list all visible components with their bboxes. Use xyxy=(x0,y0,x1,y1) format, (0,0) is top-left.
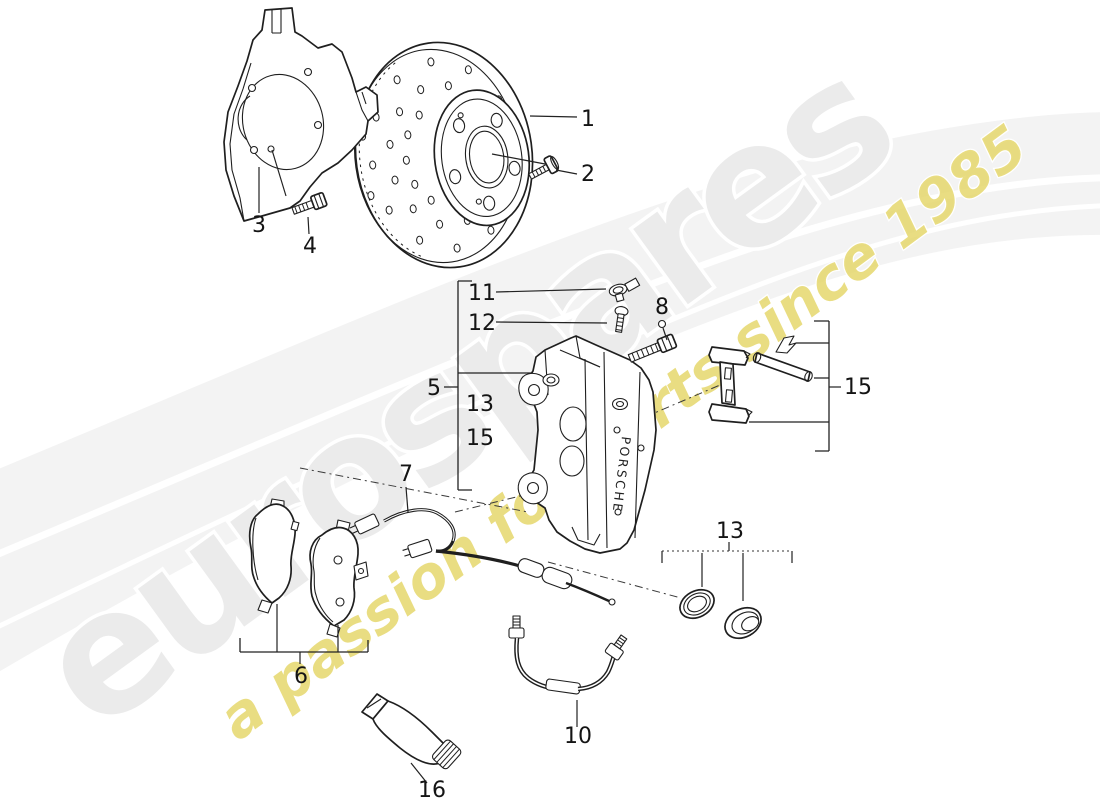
wear-sensor-wire xyxy=(349,508,616,606)
grease-tube xyxy=(361,693,462,770)
callout-13-label[interactable]: 13 xyxy=(466,392,494,417)
callout-7-label[interactable]: 7 xyxy=(399,462,413,487)
caliper-window-bottom xyxy=(559,445,585,477)
shield-bolt xyxy=(291,191,328,215)
callout-10-label[interactable]: 10 xyxy=(564,724,592,749)
splash-shield xyxy=(223,7,379,222)
caliper-window-top xyxy=(559,406,587,442)
callout-2-label[interactable]: 2 xyxy=(581,162,595,187)
callout-16-label[interactable]: 16 xyxy=(418,778,446,800)
brake-hose xyxy=(508,615,628,695)
disc-hub xyxy=(433,89,531,227)
brake-caliper: PORSCHE xyxy=(517,335,657,554)
brake-disc xyxy=(353,41,534,269)
callout-3-label[interactable]: 3 xyxy=(252,213,266,238)
callout-12-label[interactable]: 12 xyxy=(468,311,496,336)
bleeder-boss xyxy=(542,373,560,387)
callout-6-label[interactable]: 6 xyxy=(294,664,308,689)
callout-4-label[interactable]: 4 xyxy=(303,234,317,259)
bleeder-cap xyxy=(608,277,641,303)
callout-8-label[interactable]: 8 xyxy=(655,295,669,320)
disc-screw xyxy=(528,155,560,180)
callout-leaders xyxy=(239,115,841,784)
piston-seal xyxy=(679,588,715,620)
bolt-8-dot xyxy=(657,319,667,329)
retaining-pin xyxy=(752,352,813,382)
dust-boot-seal xyxy=(724,606,762,640)
callout-15b-label[interactable]: 15 xyxy=(844,375,872,400)
bleeder-boss-2 xyxy=(611,397,629,411)
brake-pad-inner xyxy=(309,519,369,638)
callout-15-label[interactable]: 15 xyxy=(466,426,494,451)
guide-bolt xyxy=(627,333,678,363)
callout-11-label[interactable]: 11 xyxy=(468,281,496,306)
retaining-spring xyxy=(708,346,753,424)
retaining-clip xyxy=(775,335,797,354)
callout-labels: 1 2 3 4 5 11 12 13 15 8 15 13 6 7 10 16 xyxy=(252,107,872,800)
brake-pad-outer xyxy=(248,498,300,614)
callout-1-label[interactable]: 1 xyxy=(581,107,595,132)
callout-5-label[interactable]: 5 xyxy=(427,376,441,401)
callout-13b-label[interactable]: 13 xyxy=(716,519,744,544)
bleeder-valve xyxy=(614,306,629,333)
